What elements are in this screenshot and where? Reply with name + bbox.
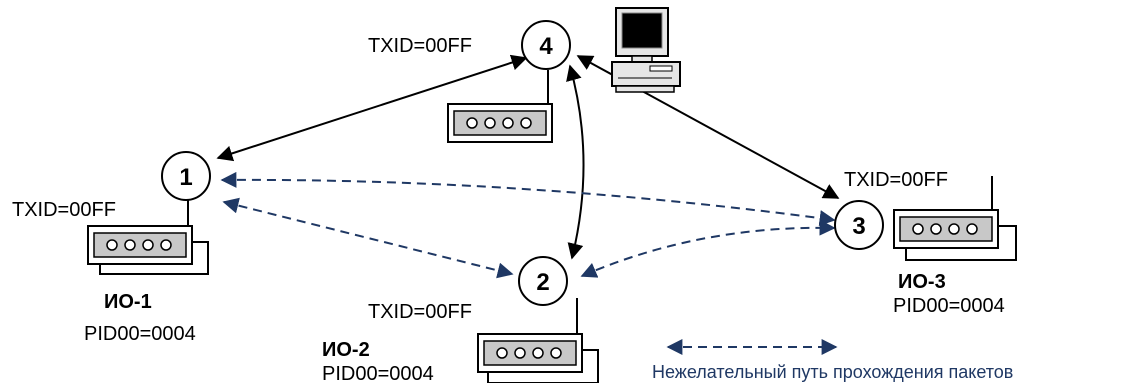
link-1-2-dashed	[222, 197, 514, 279]
link-1-3-dashed	[220, 171, 836, 227]
modem-icon	[893, 209, 999, 249]
node-1-number: 1	[179, 164, 192, 191]
node-1-name: ИО-1	[104, 291, 152, 313]
node-3-name: ИО-3	[898, 271, 946, 293]
node-3-pid: PID00=0004	[893, 295, 1005, 317]
node-2-txid: TXID=00FF	[368, 301, 472, 323]
node-2-name: ИО-2	[322, 339, 370, 361]
node-2-pid: PID00=0004	[322, 363, 434, 383]
node-2-number: 2	[536, 269, 549, 296]
legend-label: Нежелательный путь прохождения пакетов	[652, 362, 1013, 382]
modem-icon	[447, 103, 553, 143]
node-2-circle	[518, 256, 568, 306]
computer-icon	[611, 7, 681, 93]
solid-links	[216, 54, 840, 260]
node-4-txid: TXID=00FF	[368, 35, 472, 57]
link-4-2	[566, 64, 585, 260]
node-3-number: 3	[852, 213, 865, 240]
link-2-3-dashed	[580, 219, 836, 278]
node-1: 1 TXID=00FF ИО-1 PID00=0004	[12, 151, 211, 345]
legend: Нежелательный путь прохождения пакетов	[652, 339, 1013, 382]
node-1-pid: PID00=0004	[84, 323, 196, 345]
modem-icon	[87, 225, 193, 265]
node-4: 4 TXID=00FF	[368, 20, 571, 143]
modem-icon	[477, 333, 583, 373]
node-2: 2 TXID=00FF ИО-2 PID00=0004	[322, 256, 599, 385]
node-3-txid: TXID=00FF	[844, 169, 948, 191]
link-4-1	[216, 54, 528, 162]
node-4-number: 4	[539, 33, 553, 60]
node-1-txid: TXID=00FF	[12, 199, 116, 221]
node-3: 3 TXID=00FF ИО-3 PID00=0004	[834, 169, 1017, 317]
node-3-circle	[834, 200, 884, 250]
dashed-links	[220, 171, 836, 279]
node-1-circle	[161, 151, 211, 201]
node-4-circle	[521, 20, 571, 70]
